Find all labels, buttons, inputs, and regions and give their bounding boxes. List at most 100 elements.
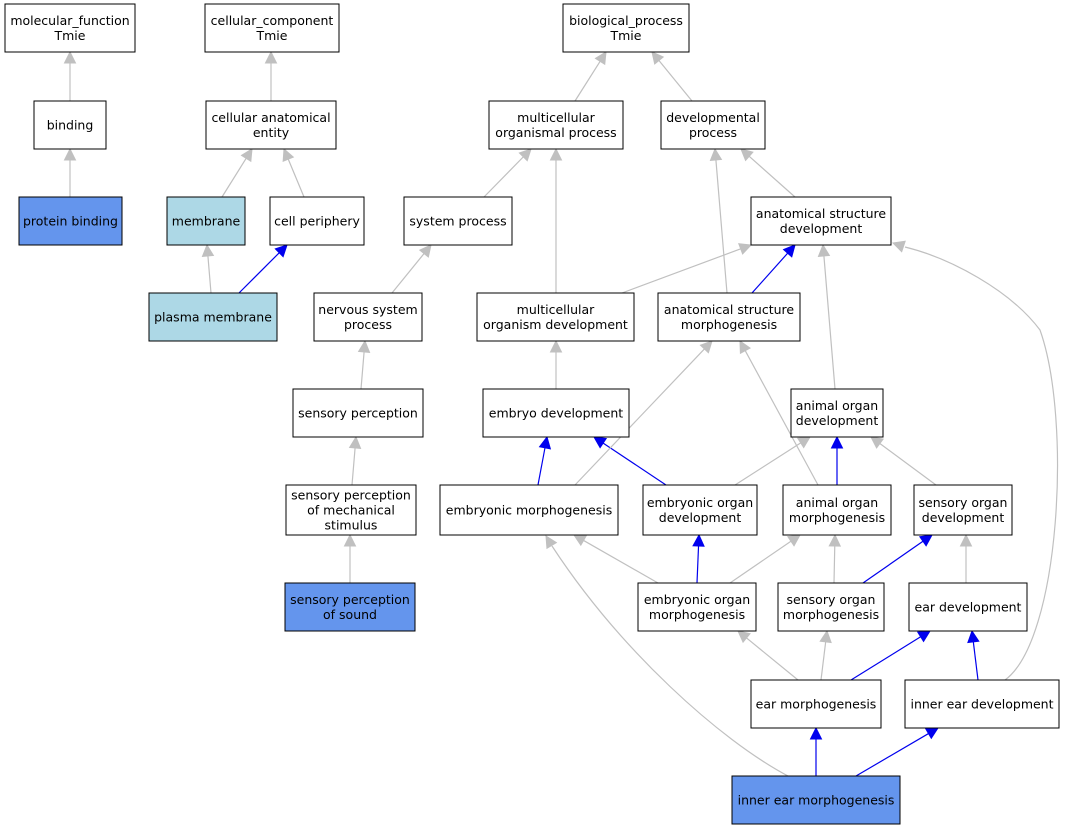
node-label-line: stimulus xyxy=(325,518,378,533)
node-label-line: biological_process xyxy=(569,13,683,28)
edge-arrowhead xyxy=(418,244,432,258)
edge-mod-to-mcop xyxy=(549,147,563,293)
node-label-line: development xyxy=(780,221,863,236)
node-sp[interactable]: sensory perception xyxy=(292,388,424,438)
edge-plasma_membrane-to-cell_periphery xyxy=(238,244,288,294)
edge-arrowhead xyxy=(63,50,77,64)
edge-asd-to-devp xyxy=(740,148,796,198)
node-label-line: embryonic organ xyxy=(647,495,753,510)
edge-sp-to-nsp xyxy=(357,339,371,390)
node-membrane[interactable]: membrane xyxy=(166,196,246,246)
edge-line xyxy=(696,545,700,584)
edge-embd-to-mod xyxy=(549,339,563,389)
edge-arrowhead xyxy=(828,533,842,547)
node-label-line: Tmie xyxy=(610,28,642,43)
edge-earm-to-eom xyxy=(737,630,799,681)
node-label-line: organismal process xyxy=(495,125,616,140)
edge-earm-to-eard xyxy=(850,630,931,681)
node-box xyxy=(284,582,416,632)
node-box xyxy=(750,679,882,729)
node-plasma-membrane[interactable]: plasma membrane xyxy=(148,292,278,342)
node-label-line: cellular_component xyxy=(211,13,334,28)
edge-arrowhead xyxy=(538,435,552,450)
edge-arrowhead xyxy=(870,436,884,449)
edge-layer xyxy=(63,50,1059,777)
edge-eom-to-eod xyxy=(692,533,705,584)
edge-devp-to-bp xyxy=(651,51,693,102)
edge-asm-to-asd xyxy=(751,244,796,294)
edge-line xyxy=(574,348,705,486)
edge-line xyxy=(351,447,356,486)
edge-som-to-aom xyxy=(828,533,842,584)
node-label-line: animal organ xyxy=(796,398,878,413)
node-label-line: inner ear morphogenesis xyxy=(738,793,895,808)
node-box xyxy=(660,100,766,150)
node-protein-binding[interactable]: protein binding xyxy=(18,196,123,246)
edge-arrowhead xyxy=(357,339,371,353)
node-box xyxy=(439,484,619,536)
edge-sps-to-spms xyxy=(343,533,357,583)
node-embm[interactable]: embryonic morphogenesis xyxy=(439,484,619,536)
node-label-line: morphogenesis xyxy=(681,317,777,332)
node-binding[interactable]: binding xyxy=(33,100,107,150)
edge-arrowhead xyxy=(924,727,939,740)
edge-arrowhead xyxy=(916,630,931,643)
node-earm[interactable]: ear morphogenesis xyxy=(750,679,882,729)
edge-arrowhead xyxy=(959,533,973,547)
node-label-line: sensory perception xyxy=(290,592,410,607)
node-label-line: anatomical structure xyxy=(756,206,886,221)
edge-arrowhead xyxy=(739,340,752,355)
edge-iem-to-earm xyxy=(809,726,823,776)
node-label-line: process xyxy=(344,317,392,332)
edge-earm-to-som xyxy=(819,629,832,681)
node-label-line: process xyxy=(689,125,737,140)
edge-line xyxy=(744,350,819,486)
edge-arrowhead xyxy=(782,244,796,258)
node-box xyxy=(18,196,123,246)
node-eard[interactable]: ear development xyxy=(908,582,1028,632)
node-label-line: sensory perception xyxy=(291,488,411,503)
edge-arrowhead xyxy=(819,629,832,644)
edge-sod-to-aod xyxy=(870,436,937,486)
node-box xyxy=(204,3,340,53)
edge-line xyxy=(823,255,836,390)
edge-arrowhead xyxy=(740,148,754,162)
edge-arrowhead xyxy=(594,51,607,66)
edge-line xyxy=(904,246,1059,681)
node-embd[interactable]: embryo development xyxy=(482,388,630,438)
node-sysp[interactable]: system process xyxy=(403,196,513,246)
node-label-line: organism development xyxy=(483,317,628,332)
node-cell-periphery[interactable]: cell periphery xyxy=(269,196,365,246)
node-label-line: cell periphery xyxy=(274,214,360,229)
node-label-line: anatomical structure xyxy=(664,302,794,317)
edge-line xyxy=(658,60,693,102)
node-ied[interactable]: inner ear development xyxy=(904,679,1060,729)
node-iem[interactable]: inner ear morphogenesis xyxy=(731,775,901,825)
node-label-line: sensory organ xyxy=(787,592,876,607)
edge-line xyxy=(238,252,280,294)
edge-aom-to-aod xyxy=(830,435,844,485)
node-label-line: sensory organ xyxy=(919,495,1008,510)
edge-arrowhead xyxy=(830,435,844,449)
edge-arrowhead xyxy=(593,436,608,449)
edge-line xyxy=(551,545,789,777)
